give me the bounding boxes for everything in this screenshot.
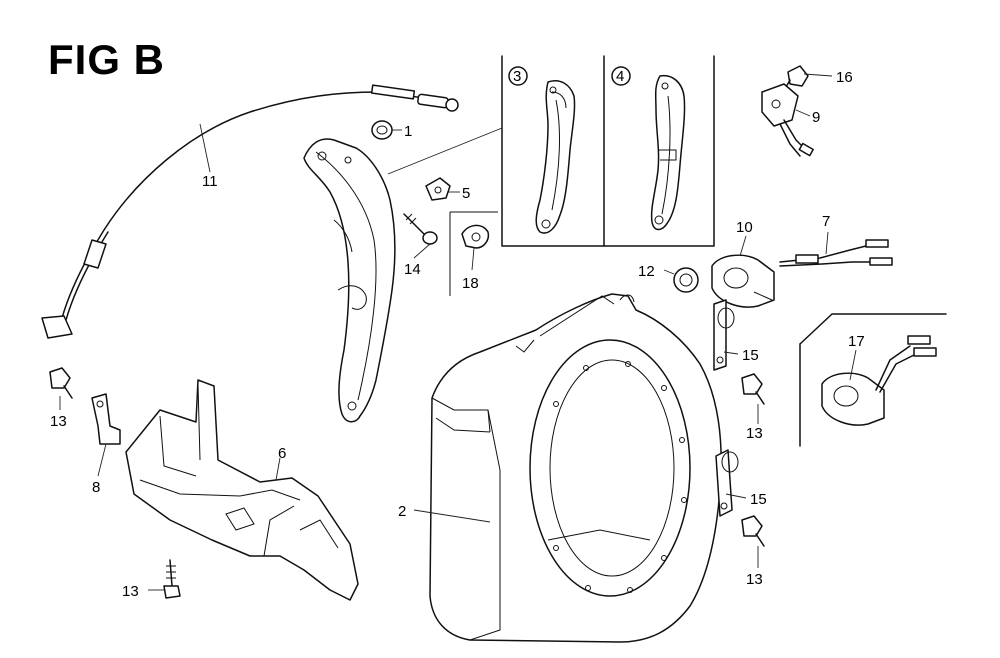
variant-inset-box	[387, 55, 715, 247]
callout-12[interactable]: 12	[638, 263, 655, 280]
callout-5[interactable]: 5	[462, 185, 470, 202]
callout-11[interactable]: 11	[202, 173, 218, 190]
callout-15-a[interactable]: 15	[742, 347, 759, 364]
oil-switch-icon[interactable]	[761, 83, 814, 157]
callout-7[interactable]: 7	[822, 213, 830, 230]
air-guide-plate-icon[interactable]	[303, 138, 396, 423]
callout-14[interactable]: 14	[404, 261, 421, 278]
callout-18[interactable]: 18	[462, 275, 479, 292]
callout-2[interactable]: 2	[398, 503, 406, 520]
callout-4-badge[interactable]: 4	[611, 66, 631, 86]
oil-sensor-unit-icon[interactable]	[711, 254, 775, 308]
callout-13-d[interactable]: 13	[746, 571, 763, 588]
screw-icon[interactable]	[403, 213, 438, 245]
callout-13-a[interactable]: 13	[50, 413, 67, 430]
clip-alt-icon[interactable]	[461, 224, 490, 249]
callout-16[interactable]: 16	[836, 69, 853, 86]
harness-clamp-icon[interactable]	[715, 449, 739, 517]
callout-1[interactable]: 1	[404, 123, 412, 140]
harness-clamp-icon[interactable]	[713, 299, 735, 371]
clip-icon[interactable]	[425, 177, 451, 201]
clip-alt-icon-box	[449, 211, 498, 296]
wire-harness-icon[interactable]	[779, 239, 893, 267]
control-cable-icon[interactable]	[41, 84, 459, 339]
alternate-sensor-inset	[799, 313, 947, 447]
leader-lines	[59, 73, 857, 591]
callout-15-b[interactable]: 15	[750, 491, 767, 508]
guide-plate-variant-b-icon[interactable]	[650, 74, 686, 231]
callout-9[interactable]: 9	[812, 109, 820, 126]
fan-cover-shroud-icon[interactable]	[429, 293, 722, 643]
callout-17[interactable]: 17	[848, 333, 865, 350]
bolt-icon[interactable]	[781, 65, 809, 95]
figure-title: FIG B	[48, 36, 165, 83]
flange-bolt-icon[interactable]	[163, 559, 181, 599]
callout-4: 4	[616, 68, 624, 85]
callout-8[interactable]: 8	[92, 479, 100, 496]
cylinder-cover-icon[interactable]	[125, 379, 359, 601]
callout-13-c[interactable]: 13	[746, 425, 763, 442]
guide-plate-variant-a-icon[interactable]	[535, 80, 576, 234]
callout-13-b[interactable]: 13	[122, 583, 139, 600]
bracket-clip-icon[interactable]	[91, 393, 121, 445]
flange-bolt-icon[interactable]	[741, 515, 765, 547]
flange-bolt-icon[interactable]	[49, 367, 73, 399]
callout-labels: 1 2 3 4 5 6 7 8 9 10 11 12 13 13 13 13 1…	[50, 66, 865, 600]
callout-10[interactable]: 10	[736, 219, 753, 236]
callout-6[interactable]: 6	[278, 445, 286, 462]
oil-sensor-alt-icon[interactable]	[821, 335, 937, 426]
grommet-icon[interactable]	[371, 120, 393, 140]
flange-bolt-icon[interactable]	[741, 373, 765, 405]
callout-3: 3	[513, 68, 521, 85]
grommet-small-icon[interactable]	[673, 267, 699, 293]
callout-3-badge[interactable]: 3	[508, 66, 528, 86]
